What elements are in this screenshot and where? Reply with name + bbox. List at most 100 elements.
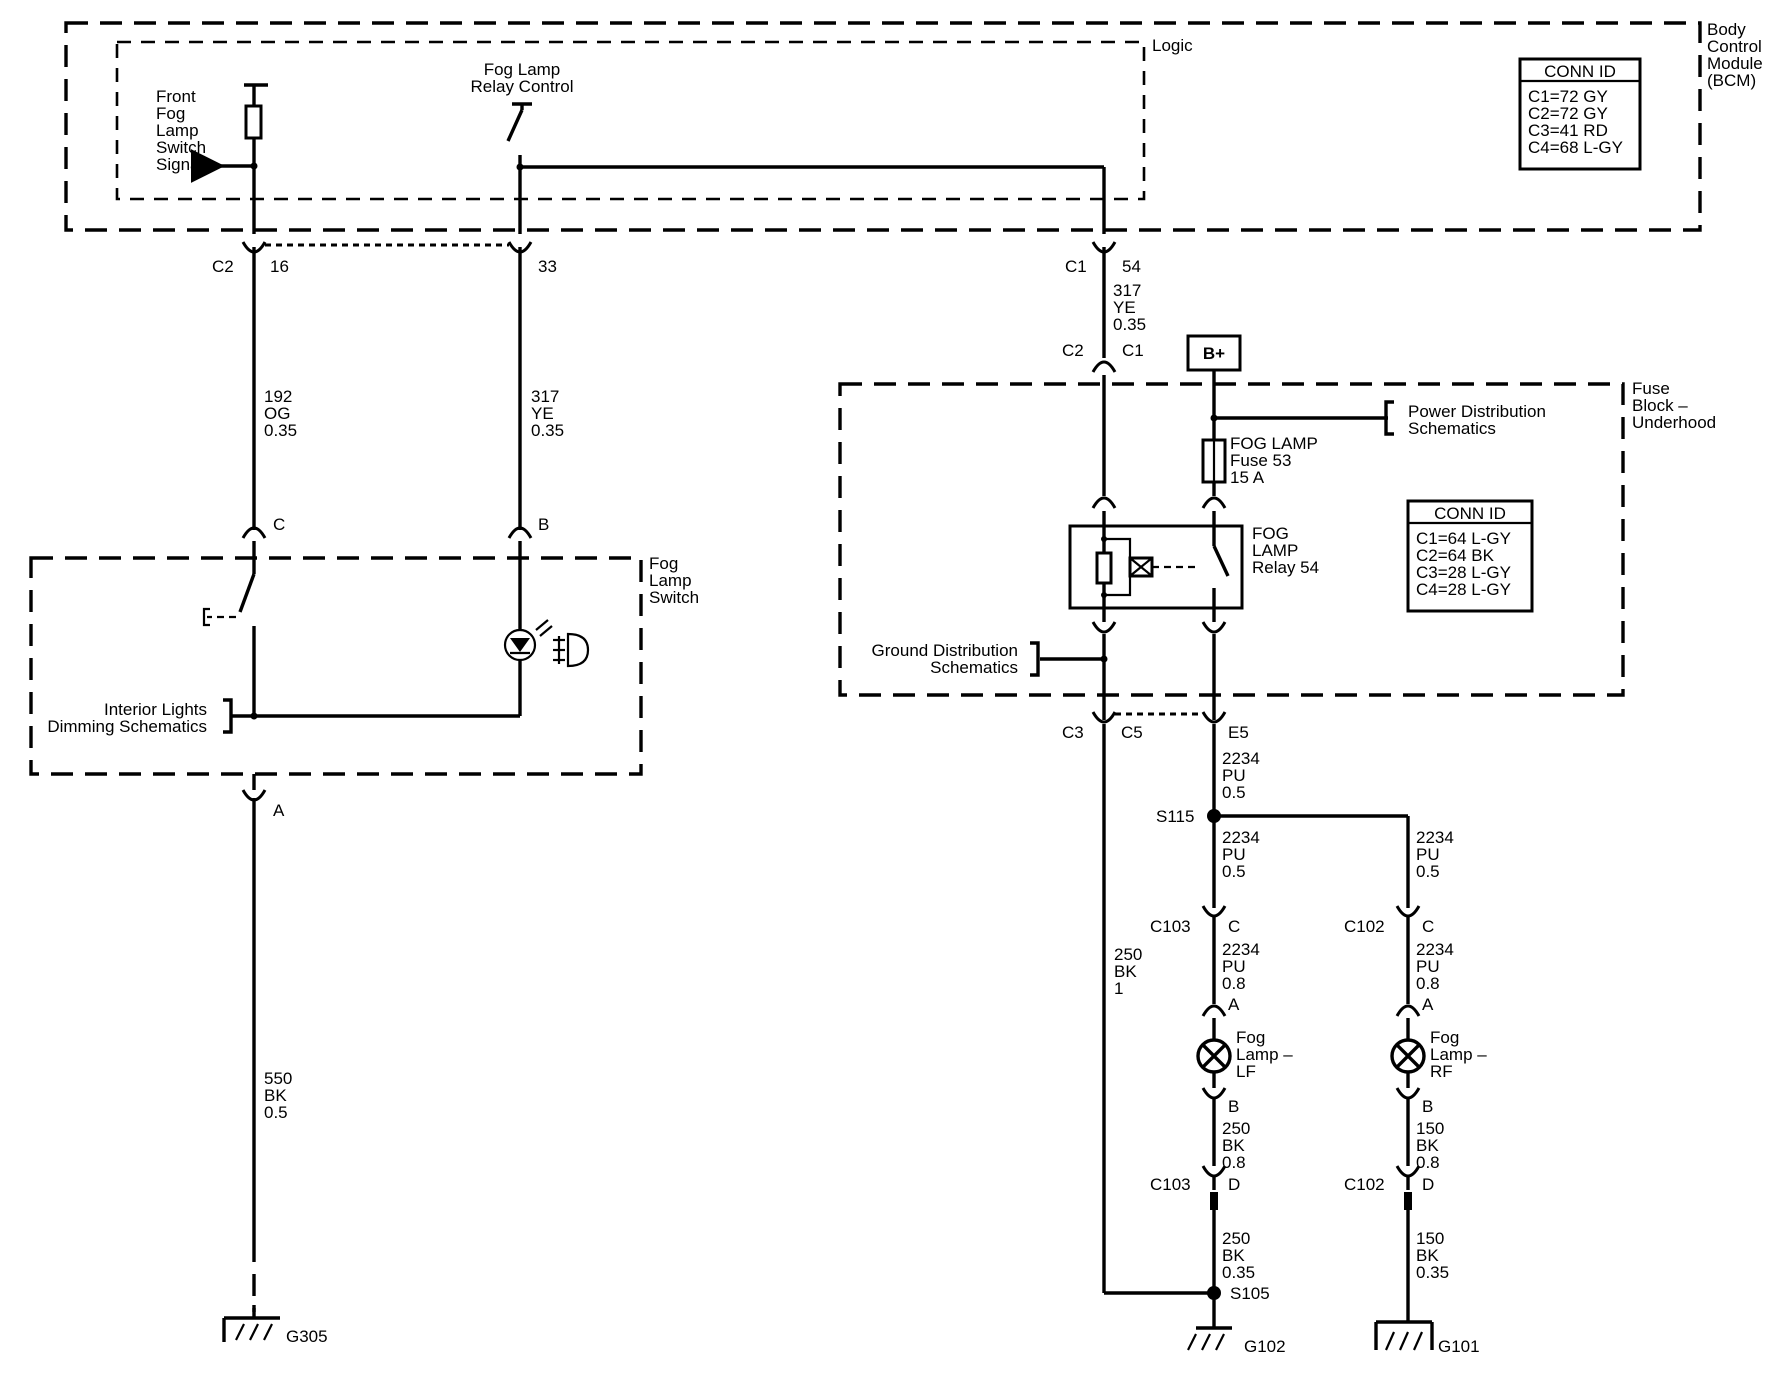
svg-text:0.5: 0.5	[1222, 783, 1246, 802]
bcm-conn-row: C4=68 L-GY	[1528, 138, 1623, 157]
fog-light-symbol-icon	[553, 632, 590, 668]
wire-192-label: 192 OG 0.35	[264, 387, 297, 440]
svg-text:Power Distribution: Power Distribution	[1408, 402, 1546, 421]
connector-switch-b	[507, 526, 533, 539]
svg-text:YE: YE	[531, 404, 554, 423]
connector-label: C102	[1344, 917, 1385, 936]
svg-text:PU: PU	[1222, 845, 1246, 864]
pin-label: 54	[1122, 257, 1141, 276]
wire-250-1-label: 250 BK 1	[1114, 945, 1142, 998]
wire-150-08-label: 150 BK 0.8	[1416, 1119, 1444, 1172]
connector-label: C3	[1062, 723, 1084, 742]
svg-text:Lamp –: Lamp –	[1430, 1045, 1487, 1064]
pin-label: B	[1422, 1097, 1433, 1116]
bcm-outline	[64, 21, 1702, 232]
fuse-conn-id-title: CONN ID	[1434, 504, 1506, 523]
bcm-logic-label: Logic	[1152, 36, 1193, 55]
connector-label: C103	[1150, 1175, 1191, 1194]
svg-text:Fuse: Fuse	[1632, 379, 1670, 398]
wire-2234-d-label: 2234 PU 0.8	[1222, 940, 1260, 993]
svg-text:250: 250	[1114, 945, 1142, 964]
relay-coil-resistor-icon	[1095, 551, 1113, 585]
pin-label: E5	[1228, 723, 1249, 742]
connector-c103-b	[1201, 1087, 1227, 1100]
svg-text:PU: PU	[1222, 957, 1246, 976]
fog-lamp-relay: FOG LAMP Relay 54	[1068, 524, 1319, 610]
connector-c102-a	[1395, 1004, 1421, 1017]
battery-positive-label: B+	[1203, 344, 1225, 363]
svg-text:Fog Lamp: Fog Lamp	[484, 60, 561, 79]
fuse-block-name: Fuse Block – Underhood	[1632, 379, 1716, 432]
wire-2234-c-label: 2234 PU 0.5	[1416, 828, 1454, 881]
svg-text:Lamp: Lamp	[649, 571, 692, 590]
fuse-block-underhood: Fuse Block – Underhood B+ Power Distribu…	[838, 334, 1716, 720]
svg-text:0.8: 0.8	[1416, 974, 1440, 993]
wire-2234-b-label: 2234 PU 0.5	[1222, 828, 1260, 881]
svg-text:2234: 2234	[1416, 940, 1454, 959]
svg-text:Relay 54: Relay 54	[1252, 558, 1319, 577]
wire-550-label: 550 BK 0.5	[264, 1069, 292, 1122]
pin-label: 33	[538, 257, 557, 276]
svg-text:0.5: 0.5	[264, 1103, 288, 1122]
svg-text:0.35: 0.35	[264, 421, 297, 440]
ground-g102-icon	[1187, 1326, 1232, 1351]
fuse-conn-id-table: CONN ID C1=64 L-GY C2=64 BK C3=28 L-GY C…	[1406, 499, 1534, 613]
rf-fog-lamp-branch: C102 C 2234 PU 0.8 A Fog Lamp – RF B 150…	[1344, 905, 1487, 1356]
front-fog-signal-label: Front Fog Lamp Switch Signal	[156, 87, 206, 174]
relay-label: FOG LAMP Relay 54	[1252, 524, 1319, 577]
pin-label: D	[1228, 1175, 1240, 1194]
pin-label: C	[1228, 917, 1240, 936]
bcm-module: Logic Body Control Module (BCM) CONN ID …	[64, 20, 1763, 232]
connector-label: C1	[1065, 257, 1087, 276]
switch-contact-icon	[202, 556, 256, 716]
svg-text:BK: BK	[1114, 962, 1137, 981]
svg-text:BK: BK	[1416, 1246, 1439, 1265]
fog-lamp-lf-bulb-icon	[1196, 1038, 1232, 1074]
svg-text:0.5: 0.5	[1416, 862, 1440, 881]
svg-text:0.35: 0.35	[1222, 1263, 1255, 1282]
bcm-input-resistor-icon	[190, 83, 268, 183]
pin-label: A	[1422, 995, 1434, 1014]
fuse-conn-row: C4=28 L-GY	[1416, 580, 1511, 599]
svg-text:Block –: Block –	[1632, 396, 1688, 415]
svg-text:Relay Control: Relay Control	[471, 77, 574, 96]
svg-text:PU: PU	[1222, 766, 1246, 785]
switch-ground-wiring: A 550 BK 0.5 G305	[222, 774, 328, 1346]
relay-control-switch-icon	[506, 102, 532, 171]
connector-fb-c2	[1091, 360, 1117, 373]
bcm-conn-id-table: CONN ID C1=72 GY C2=72 GY C3=41 RD C4=68…	[1518, 57, 1642, 171]
left-wiring: C2 16 33 192 OG 0.35 317 YE 0.35 C B	[212, 166, 564, 556]
relay-contact-icon	[1212, 545, 1230, 577]
svg-text:LF: LF	[1236, 1062, 1256, 1081]
svg-text:(BCM): (BCM)	[1707, 71, 1756, 90]
svg-text:BK: BK	[264, 1086, 287, 1105]
svg-text:YE: YE	[1113, 298, 1136, 317]
svg-text:0.8: 0.8	[1222, 1153, 1246, 1172]
svg-text:Module: Module	[1707, 54, 1763, 73]
svg-text:250: 250	[1222, 1229, 1250, 1248]
svg-text:0.35: 0.35	[1113, 315, 1146, 334]
fuse-conn-row: C1=64 L-GY	[1416, 529, 1511, 548]
connector-label: C103	[1150, 917, 1191, 936]
svg-text:317: 317	[531, 387, 559, 406]
bcm-conn-row: C2=72 GY	[1528, 104, 1608, 123]
svg-text:Dimming Schematics: Dimming Schematics	[47, 717, 207, 736]
fuse-block-outline	[838, 382, 1625, 697]
svg-text:2234: 2234	[1222, 749, 1260, 768]
connector-label: C5	[1121, 723, 1143, 742]
pin-label: B	[538, 515, 549, 534]
svg-text:0.8: 0.8	[1416, 1153, 1440, 1172]
interior-dimming-label: Interior Lights Dimming Schematics	[47, 700, 207, 736]
svg-text:Underhood: Underhood	[1632, 413, 1716, 432]
connector-e5	[1201, 711, 1227, 724]
bcm-conn-id-title: CONN ID	[1544, 62, 1616, 81]
svg-text:Schematics: Schematics	[1408, 419, 1496, 438]
svg-text:Front: Front	[156, 87, 196, 106]
fog-lamp-rf-label: Fog Lamp – RF	[1430, 1028, 1487, 1081]
connector-switch-c	[241, 526, 267, 539]
pin-label: 16	[270, 257, 289, 276]
svg-text:2234: 2234	[1416, 828, 1454, 847]
wire-150-035-label: 150 BK 0.35	[1416, 1229, 1449, 1282]
svg-text:PU: PU	[1416, 957, 1440, 976]
